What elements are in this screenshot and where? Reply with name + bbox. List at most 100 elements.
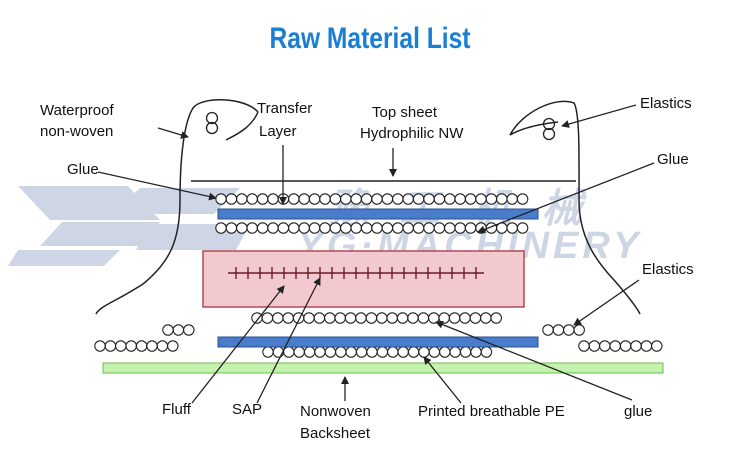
sap-particles: [235, 267, 477, 279]
layer-circle: [381, 193, 394, 205]
arrow-sap: [256, 277, 321, 404]
layer-circle: [397, 346, 409, 358]
page-title: Raw Material List: [269, 22, 471, 55]
label-nonwoven-line1: Nonwoven: [300, 403, 371, 420]
layer-circle: [444, 193, 456, 205]
layer-circle: [464, 222, 477, 234]
layer-circle: [371, 193, 383, 205]
layer-circle: [313, 312, 326, 324]
layer-circle: [365, 312, 378, 324]
layer-circle: [630, 340, 642, 352]
layer-circle: [360, 222, 373, 234]
layer-circle: [438, 312, 450, 324]
arrow-waterproof: [157, 127, 189, 139]
layer-circle: [350, 193, 362, 205]
label-waterproof-line2: non-woven: [40, 123, 113, 140]
layer-circle: [516, 193, 529, 205]
label-transfer-line2: Layer: [259, 123, 297, 140]
layer-circle: [480, 312, 492, 324]
label-sap: SAP: [232, 401, 262, 418]
layer-circle: [376, 346, 389, 358]
arrow-glue-left: [97, 171, 217, 201]
layer-circle: [282, 312, 294, 324]
right-leg-cuff: [509, 100, 641, 315]
layer-circle: [319, 193, 331, 205]
layer-circle: [146, 340, 158, 352]
layer-circle: [506, 222, 518, 234]
left-leg-cuff: [95, 99, 259, 315]
layer-circle: [256, 193, 269, 205]
layer-circle: [433, 193, 446, 205]
layer-circle: [303, 346, 316, 358]
label-topsheet-line1: Top sheet: [372, 104, 438, 121]
layer-circle: [366, 346, 378, 358]
arrow-elastics-mid: [573, 279, 640, 326]
layer-circle: [454, 193, 466, 205]
layer-circle: [215, 193, 227, 205]
layer-circle: [392, 222, 404, 234]
arrow-glue-right: [477, 162, 655, 234]
layer-circle: [308, 193, 321, 205]
layer-circle: [376, 312, 388, 324]
layer-circle: [225, 193, 238, 205]
layer-circle: [314, 346, 326, 358]
layer-circle: [448, 312, 461, 324]
left-cuff-tip: [225, 111, 259, 141]
layer-circle: [651, 340, 663, 352]
layer-circle: [386, 312, 398, 324]
layer-circle: [387, 346, 399, 358]
leg-elastic-left-upper: [162, 324, 195, 336]
layer-circle: [469, 312, 482, 324]
label-nonwoven-line2: Backsheet: [300, 425, 371, 442]
glue-row-top: [215, 193, 529, 205]
layer-circle: [381, 222, 394, 234]
layer-circle: [225, 222, 238, 234]
layer-circle: [277, 222, 290, 234]
layer-circle: [345, 346, 357, 358]
layer-circle: [272, 312, 284, 324]
label-glue-right: Glue: [657, 151, 689, 168]
layer-circle: [104, 340, 117, 352]
layer-circle: [578, 340, 590, 352]
arrow-elastics-top: [561, 104, 637, 128]
layer-circle: [475, 222, 487, 234]
label-elastics-top: Elastics: [640, 95, 692, 112]
layer-circle: [355, 312, 367, 324]
layer-circle: [115, 340, 127, 352]
layer-circle: [412, 222, 425, 234]
layer-circle: [156, 340, 169, 352]
arrow-glue-bottom: [435, 320, 633, 401]
layer-circle: [350, 222, 362, 234]
layer-circle: [298, 193, 310, 205]
label-printed-pe: Printed breathable PE: [418, 403, 565, 420]
glue-row-under-core: [251, 312, 502, 324]
layer-circle: [412, 193, 425, 205]
layer-circle: [490, 312, 502, 324]
layer-circle: [464, 193, 477, 205]
layer-circle: [423, 222, 435, 234]
layer-circle: [573, 324, 585, 336]
layer-circle: [516, 222, 529, 234]
layer-circle: [162, 324, 174, 336]
layer-circle: [418, 346, 430, 358]
layer-circle: [542, 324, 554, 336]
layer-circle: [449, 346, 461, 358]
layer-circle: [288, 193, 300, 205]
label-elastics-mid: Elastics: [642, 261, 694, 278]
layer-circle: [340, 193, 352, 205]
layer-circle: [552, 324, 565, 336]
layer-circle: [256, 222, 269, 234]
layer-circle: [609, 340, 621, 352]
layer-circle: [94, 340, 106, 352]
leader-lines: [97, 104, 655, 404]
layer-circle: [183, 324, 195, 336]
layer-circle: [215, 222, 227, 234]
nonwoven-backsheet: [102, 362, 664, 374]
label-topsheet-line2: Hydrophilic NW: [360, 125, 464, 142]
label-glue-left: Glue: [67, 161, 99, 178]
leg-elastic-right-lower: [578, 340, 663, 352]
right-cuff-tip: [509, 121, 559, 136]
layer-circle: [246, 193, 258, 205]
elastic-strands-right: [542, 117, 556, 141]
layer-circle: [588, 340, 601, 352]
